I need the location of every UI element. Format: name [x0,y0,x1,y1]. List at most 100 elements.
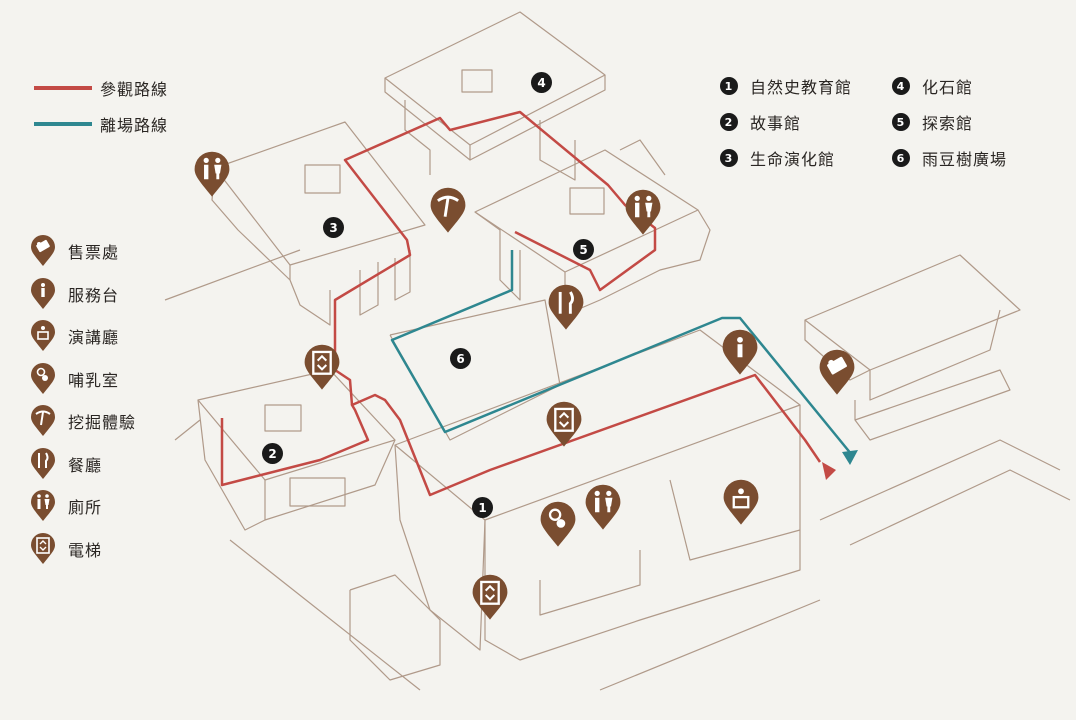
ground-line-d [174,419,201,441]
pickaxe-icon [31,405,55,437]
hall-4-wall [384,78,471,161]
hall-1-wall-front [484,405,801,661]
hall-legend-3: 3 生命演化館 [720,146,835,170]
hall-number-badge: 6 [892,149,910,167]
ticket-icon [819,349,855,395]
info-icon [722,329,758,375]
facility-label-toilet: 廁所 [68,498,103,518]
hall-3-pillar-a [359,262,379,316]
exit-route-label: 離場路線 [100,116,169,135]
hall-number-badge: 3 [720,149,738,167]
facility-legend-info: 服務台 [30,273,136,316]
elevator-icon [304,344,340,390]
hall-4-wall-right [469,75,606,161]
hall-legend-1: 1 自然史教育館 [720,74,852,98]
facility-legend: 售票處 服務台 演講廳 哺乳室 挖掘體驗 餐廳 廁所 電梯 [30,230,136,570]
hall-3-pillar-b [394,250,411,301]
hall-number-badge: 4 [892,77,910,95]
facility-label-elevator: 電梯 [68,540,103,560]
hall-4-roof-box [461,69,493,93]
restroom-icon [585,484,621,530]
map-marker-hall-3: 3 [323,217,344,238]
ground-line-e [229,539,421,691]
hall-5-roof-box [569,187,605,215]
pickaxe-icon [430,187,466,233]
exit-route-arrow [842,450,858,465]
map-marker-hall-2: 2 [262,443,283,464]
map-pins [194,151,855,620]
elevator-icon [31,532,55,564]
restroom-icon [194,151,230,197]
hall-1-lecture-block [669,479,801,561]
exit-route-swatch [34,122,92,126]
hall-2-roof-box [264,404,302,432]
visit-route-path [220,373,822,497]
hall-label-2: 故事館 [750,114,802,133]
hall-2-window [289,477,346,507]
facility-legend-lecture: 演講廳 [30,315,136,358]
nursing-room-icon [31,362,55,394]
hall-2-wall [197,399,266,531]
hall-label-1: 自然史教育館 [750,78,853,97]
restroom-icon [625,189,661,235]
hall-legend-6: 6 雨豆樹廣場 [892,146,1007,170]
info-icon [31,277,55,309]
ground-line-c [164,249,301,301]
hall-1-window-band [539,550,641,616]
ground-line-f [599,599,821,691]
lecture-hall-icon [723,479,759,525]
hall-number-badge: 5 [892,113,910,131]
map-marker-hall-1: 1 [472,497,493,518]
hall-label-4: 化石館 [922,78,974,97]
elevator-icon [546,401,582,447]
facility-legend-dining: 餐廳 [30,443,136,486]
hall-2-roof [197,369,396,481]
facility-label-ticket: 售票處 [68,243,120,263]
hall-label-5: 探索館 [922,114,974,133]
route-legend-visit: 參觀路線 [34,70,168,106]
visit-route-upper-path [333,110,657,406]
hall-5-wall-left [474,211,521,301]
hall-legend-2: 2 故事館 [720,110,801,134]
restaurant-icon [31,447,55,479]
entrance-building-front [869,309,1001,401]
route-legend-exit: 離場路線 [34,106,168,142]
map-marker-hall-4: 4 [531,72,552,93]
hall-3-lower [289,279,331,326]
hall-label-6: 雨豆樹廣場 [922,150,1008,169]
facility-label-lecture: 演講廳 [68,328,120,348]
building-outlines [164,11,1071,691]
lecture-hall-icon [31,320,55,352]
nursing-room-icon [540,501,576,547]
facility-legend-elevator: 電梯 [30,528,136,571]
ground-line-b [849,469,1071,546]
hall-5-annex [619,139,666,176]
hall-3-wall [211,167,291,281]
hall-4-pillars [404,100,431,175]
facility-legend-dig: 挖掘體驗 [30,400,136,443]
visit-route-swatch [34,86,92,90]
hall-4-roof [384,11,606,146]
hall-number-badge: 1 [720,77,738,95]
hall-1-courtyard [349,574,441,681]
route-legend: 參觀路線 離場路線 [34,70,168,142]
elevator-icon [472,574,508,620]
facility-legend-nursing: 哺乳室 [30,358,136,401]
restroom-icon [31,490,55,522]
map-marker-hall-5: 5 [573,239,594,260]
visit-route-arrow [822,462,836,480]
hall-legend-4: 4 化石館 [892,74,973,98]
visit-route-label: 參觀路線 [100,80,169,99]
entrance-steps [854,369,1011,441]
facility-legend-ticket: 售票處 [30,230,136,273]
hall-number-badge: 2 [720,113,738,131]
restaurant-icon [548,284,584,330]
hall-2-wall-right [264,439,396,521]
hall-4-annex [539,120,576,181]
facility-label-dig: 挖掘體驗 [68,413,137,433]
hall-3-roof [214,121,426,266]
entrance-building-roof [804,254,1021,371]
exit-route-path [390,250,853,456]
ground-line-a [819,439,1061,521]
